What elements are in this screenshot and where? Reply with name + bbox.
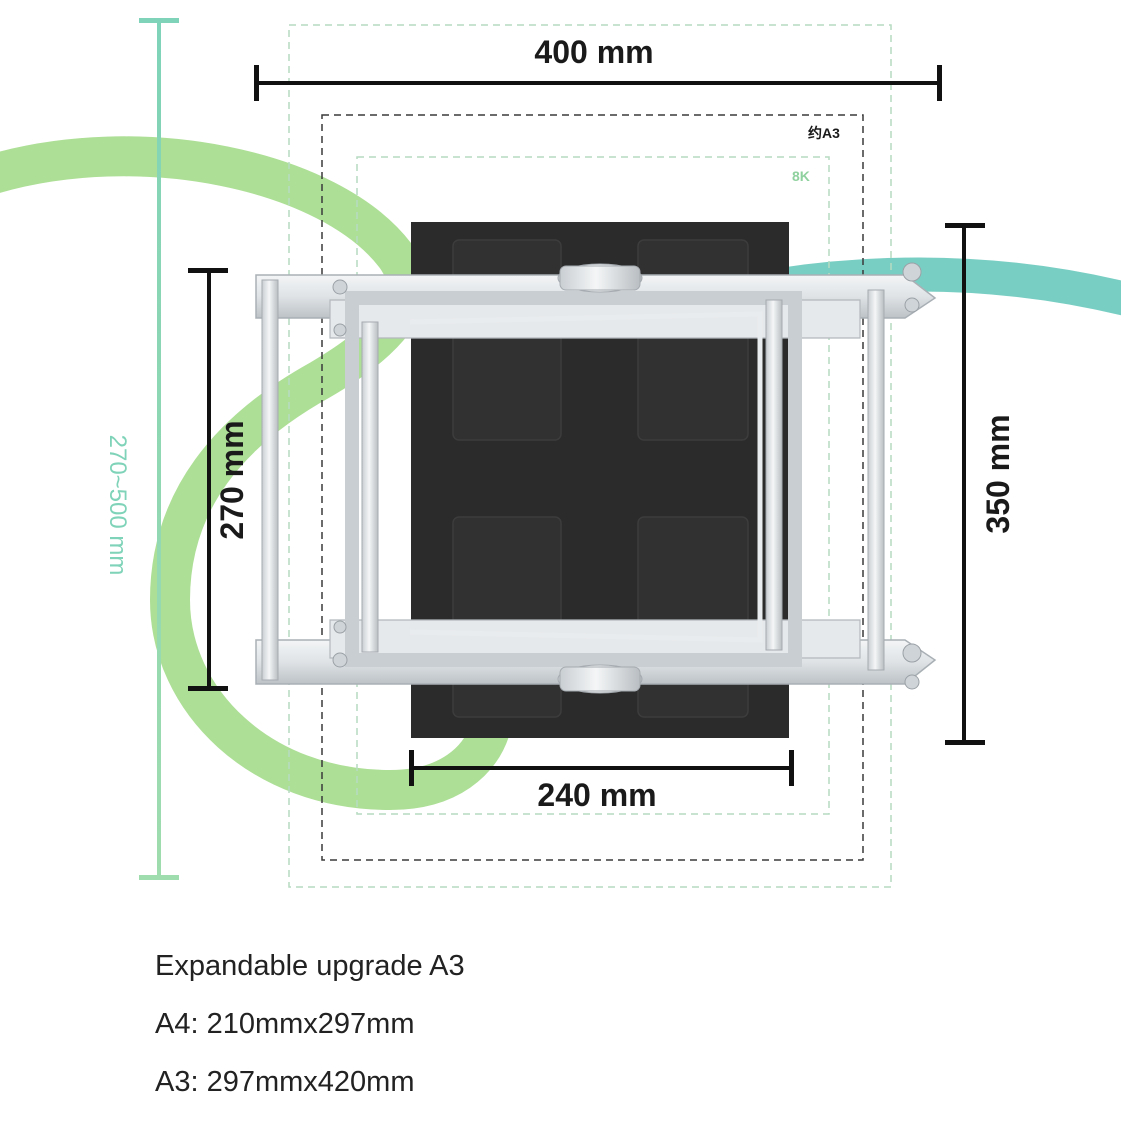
label-height-right: 350 mm — [980, 414, 1016, 533]
caption-expandable: Expandable upgrade A3 — [155, 950, 465, 982]
paper-size-guides — [288, 24, 892, 888]
label-width-outer: 400 mm — [534, 34, 653, 70]
dim-270-line — [188, 268, 228, 691]
caption-a3-size: A3: 297mmx420mm — [155, 1066, 415, 1098]
label-8k: 8K — [792, 168, 810, 184]
guide-a3 — [321, 114, 864, 861]
label-height-range: 270~500 mm — [104, 435, 131, 576]
dim-400-line — [254, 65, 942, 101]
label-width-inner: 240 mm — [537, 777, 656, 813]
dim-240-line — [409, 750, 794, 786]
label-height-left: 270 mm — [214, 420, 250, 539]
dim-350-line — [945, 223, 985, 745]
label-a3: 约A3 — [808, 125, 840, 141]
height-range-guide — [139, 18, 179, 880]
guide-outer — [288, 24, 892, 888]
clamp-frame — [255, 262, 937, 694]
caption-a4-size: A4: 210mmx297mm — [155, 1008, 415, 1040]
